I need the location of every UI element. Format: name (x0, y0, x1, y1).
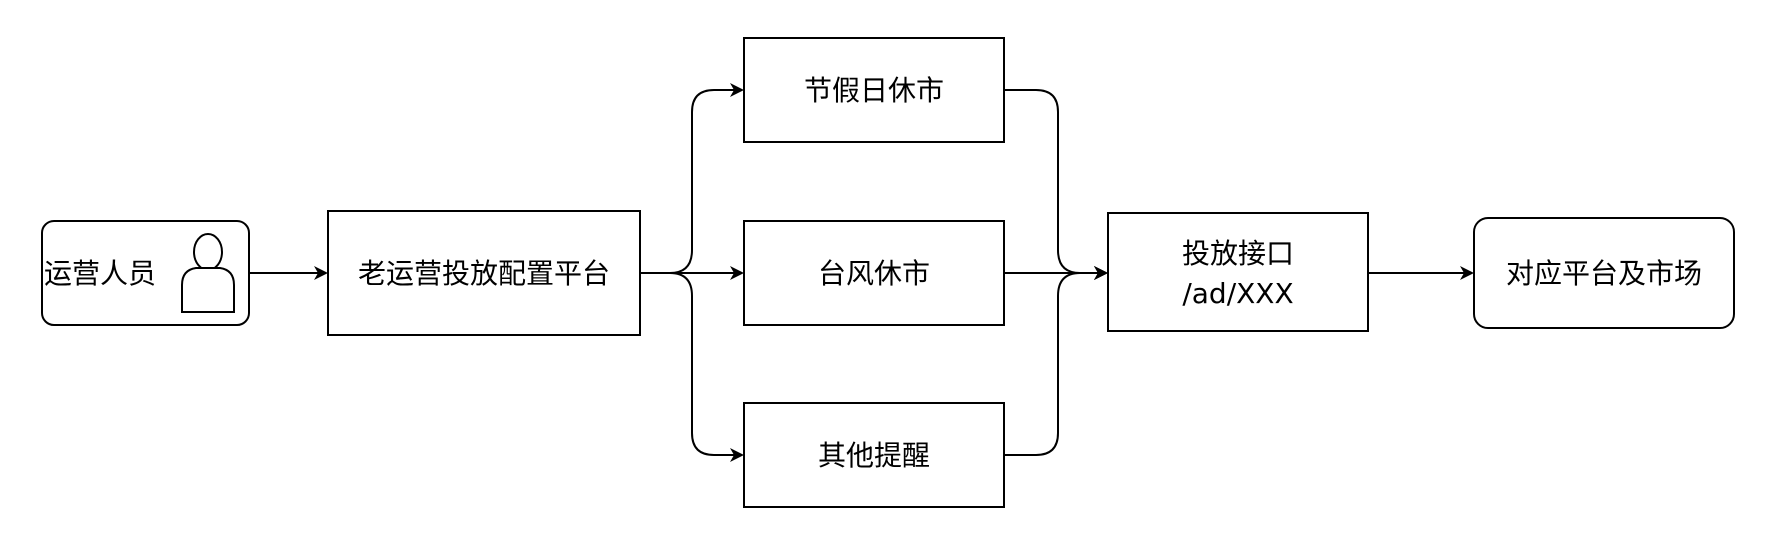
node-holiday: 节假日休市 (743, 37, 1005, 143)
node-typhoon: 台风休市 (743, 220, 1005, 326)
old-platform-label: 老运营投放配置平台 (358, 257, 610, 290)
node-other: 其他提醒 (743, 402, 1005, 508)
edge-platform-to-holiday (640, 83, 744, 274)
other-label: 其他提醒 (818, 439, 930, 472)
edge-platform-to-other (640, 272, 744, 462)
user-icon (181, 233, 235, 313)
api-label-line1: 投放接口 (1182, 237, 1294, 270)
node-operator: 运营人员 (41, 220, 250, 326)
holiday-label: 节假日休市 (804, 74, 944, 107)
node-target: 对应平台及市场 (1473, 217, 1735, 329)
operator-label: 运营人员 (44, 257, 156, 290)
node-old-platform: 老运营投放配置平台 (327, 210, 641, 336)
edge-holiday-to-api (1004, 89, 1108, 280)
api-label-line2: /ad/XXX (1182, 277, 1293, 310)
node-api: 投放接口 /ad/XXX (1107, 212, 1369, 332)
typhoon-label: 台风休市 (818, 257, 930, 290)
edge-other-to-api (1004, 266, 1108, 456)
target-label: 对应平台及市场 (1506, 257, 1702, 290)
